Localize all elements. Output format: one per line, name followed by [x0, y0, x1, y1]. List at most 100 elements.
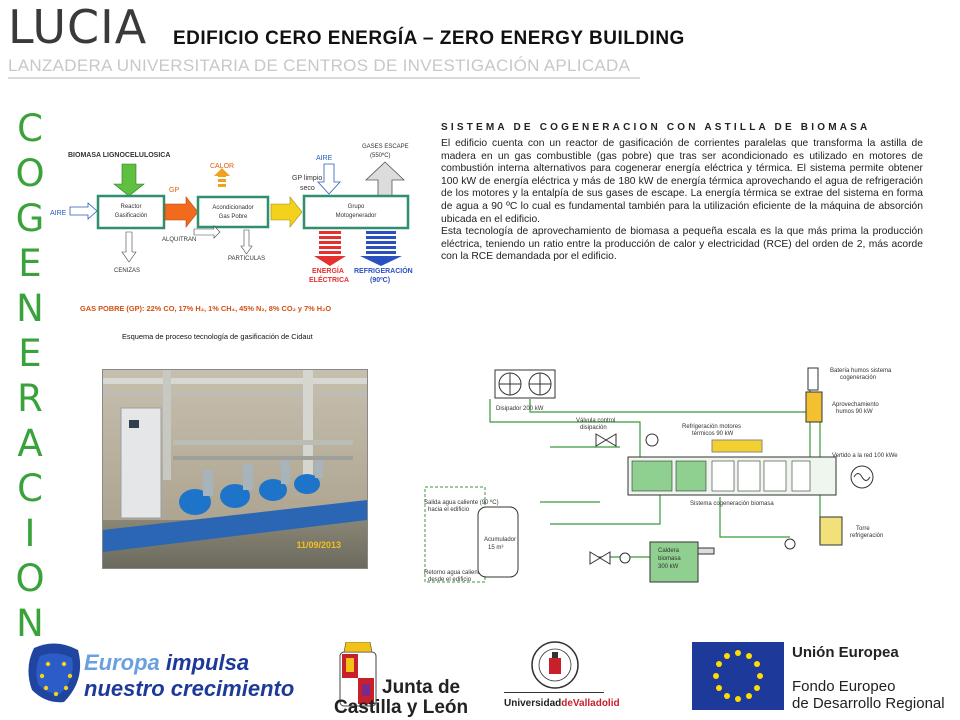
- uva-city: deValladolid: [561, 698, 620, 709]
- gp-arrow: [164, 196, 199, 228]
- caldera-label: biomasa: [658, 556, 681, 562]
- uva-seal-icon: [531, 641, 579, 689]
- aprovechamiento-label: humos 90 kW: [836, 409, 873, 415]
- diagram-caption: Esquema de proceso tecnología de gasific…: [122, 332, 313, 341]
- chimney: [807, 367, 819, 391]
- gases-escape-arrow: [364, 161, 406, 197]
- calor-label: CALOR: [210, 163, 234, 170]
- valve-icon: [589, 551, 601, 565]
- reactor-label: Gasificación: [115, 213, 148, 219]
- valve-icon: [595, 433, 607, 447]
- alquitran-arrow: [193, 225, 221, 239]
- torre-label: refrigeración: [850, 533, 883, 539]
- torre-label: Torre: [856, 526, 870, 532]
- aprovechamiento-label: Aprovechamiento: [832, 402, 879, 408]
- side-letter: R: [17, 377, 43, 420]
- jcyl-line2: Castilla y León: [334, 697, 469, 718]
- process-flow-diagram: BIOMASA LIGNOCELULOSICA AIRE Reactor Gas…: [50, 144, 413, 341]
- grupo-label: Motogenerador: [336, 213, 377, 219]
- installation-photo: 11/09/2013: [102, 369, 368, 569]
- page-tagline: LANZADERA UNIVERSITARIA DE CENTROS DE IN…: [8, 56, 640, 79]
- eu-fund-line2: de Desarrollo Regional: [792, 695, 945, 712]
- europa-word: Europa: [84, 650, 160, 675]
- side-title: C O G E N E R A C I O N: [12, 106, 48, 646]
- refrig-motores-label: Refrigeración motores: [682, 424, 741, 430]
- energia-label: ENERGÍA: [312, 266, 344, 275]
- cogeneration-schematic: Disipador 200 kW Válvula control disipac…: [424, 367, 898, 583]
- aprovechamiento-exchanger: [805, 391, 823, 423]
- gas-pobre-composition: GAS POBRE (GP): 22% CO, 17% H₂, 1% CH₄, …: [80, 304, 331, 313]
- acumulador-tank: [477, 506, 519, 578]
- section-title: SISTEMA DE COGENERACION CON ASTILLA DE B…: [441, 122, 871, 133]
- gp-limpio-label: seco: [300, 185, 315, 192]
- acondicionador-label: Gas Pobre: [219, 214, 248, 220]
- europa-emblem-icon: [28, 643, 81, 703]
- bateria-label: Batería humos sistema: [830, 368, 892, 374]
- acumulador-label: Acumulador: [484, 537, 516, 543]
- uva-word: Universidad: [504, 698, 562, 709]
- aire-top-arrow: [317, 163, 341, 195]
- reactor-label: Reactor: [120, 204, 141, 210]
- acumulador-label: 15 m³: [488, 545, 503, 551]
- footer-logos: Europa impulsa nuestro crecimiento Junta…: [0, 636, 960, 720]
- section-body: El edificio cuenta con un reactor de gas…: [441, 138, 923, 264]
- valve-icon: [605, 433, 617, 447]
- eu-flag-icon: [692, 642, 784, 710]
- uva-divider: [504, 692, 604, 693]
- aire-left-label: AIRE: [50, 210, 67, 217]
- caldera-flue: [697, 547, 715, 555]
- cenizas-arrow: [121, 231, 137, 263]
- pump-icon: [619, 552, 631, 564]
- bateria-label: cogeneración: [840, 375, 876, 381]
- sistema-label: Sistema cogeneración biomasa: [690, 501, 774, 507]
- heat-exchanger: [711, 439, 763, 453]
- side-letter: O: [15, 152, 45, 195]
- side-letter: N: [16, 287, 44, 330]
- side-letter: E: [18, 242, 42, 285]
- photo-illustration: [103, 370, 367, 568]
- torre-icon: [819, 516, 843, 546]
- pump-icon: [645, 433, 659, 447]
- jcyl-shield-icon: [339, 642, 377, 707]
- photo-date: 11/09/2013: [296, 540, 341, 550]
- side-letter: G: [15, 197, 45, 240]
- biomasa-label: BIOMASA LIGNOCELULOSICA: [68, 152, 170, 159]
- gp-label: GP: [169, 187, 179, 194]
- valve-icon: [599, 551, 611, 565]
- side-letter: O: [15, 557, 45, 600]
- salida-label: hacia el edificio: [428, 507, 470, 513]
- side-letter: A: [17, 422, 43, 465]
- gp-limpio-label: GP limpio y: [292, 175, 328, 182]
- reactor-box: [96, 194, 166, 230]
- eu-title: Unión Europea: [792, 644, 899, 661]
- fan-icon: [498, 372, 552, 396]
- europa-slogan-line1: Europa impulsa: [84, 650, 249, 676]
- grupo-box: [302, 194, 410, 230]
- particulas-label: PARTICULAS: [228, 256, 265, 262]
- disipador-label: Disipador 200 kW: [496, 406, 544, 412]
- body-paragraph: Esta tecnología de aprovechamiento de bi…: [441, 226, 923, 263]
- page-subtitle: EDIFICIO CERO ENERGÍA – ZERO ENERGY BUIL…: [173, 28, 685, 49]
- pump-icon: [784, 538, 796, 550]
- valvula-label: Válvula control: [576, 418, 615, 424]
- salida-label: Salida agua caliente (90 ºC): [424, 499, 499, 506]
- valvula-label: disipación: [580, 425, 607, 431]
- gases-escape-label: (550ºC): [370, 152, 391, 159]
- uva-name: UniversidaddeValladolid: [504, 698, 620, 709]
- particulas-arrow: [240, 229, 253, 255]
- aire-top-label: AIRE: [316, 155, 333, 162]
- aire-left-arrow: [69, 202, 98, 220]
- caldera-label: 300 kW: [658, 564, 679, 570]
- body-paragraph: El edificio cuenta con un reactor de gas…: [441, 138, 923, 225]
- acondicionador-box: [196, 195, 270, 229]
- gp-limpio-arrow: [270, 196, 303, 228]
- caldera-box: [649, 541, 699, 583]
- page-title: LUCIA: [8, 0, 148, 54]
- side-letter: C: [17, 467, 43, 510]
- caldera-label: Caldera: [658, 548, 680, 554]
- impulsa-word: impulsa: [165, 650, 250, 675]
- side-letter: I: [24, 512, 36, 555]
- energia-label: ELÉCTRICA: [309, 275, 349, 284]
- refrigeracion-label: (90ºC): [370, 277, 390, 284]
- calor-icon: [214, 168, 230, 187]
